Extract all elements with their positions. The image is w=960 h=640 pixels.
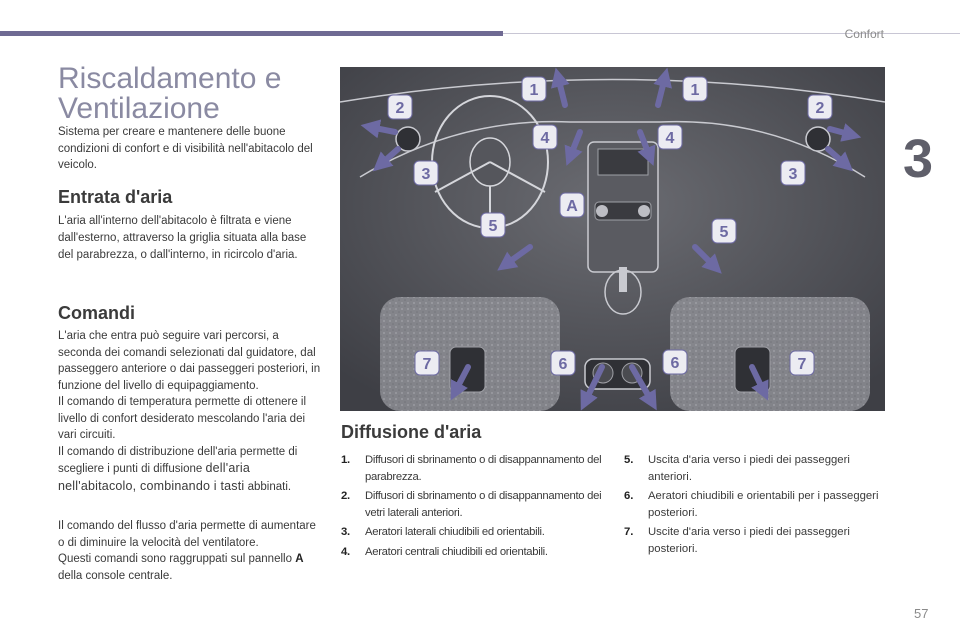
list-item: 6.Aeratori chiudibili e orientabili per … — [624, 490, 879, 519]
label-4-left: 4 — [532, 124, 558, 150]
right-side-vent — [805, 126, 831, 152]
label-3-left: 3 — [413, 160, 439, 186]
svg-text:5: 5 — [489, 218, 498, 235]
svg-text:6: 6 — [671, 355, 680, 372]
svg-text:2: 2 — [816, 100, 825, 117]
svg-text:2: 2 — [396, 100, 405, 117]
comandi-para3: Il comando di distribuzione dell'aria pe… — [58, 445, 298, 493]
list-item: 3.Aeratori laterali chiudibili ed orient… — [341, 526, 545, 538]
airflow-arrows — [360, 67, 862, 411]
dashboard-ventilation-illustration: 1 1 2 2 3 3 4 4 A 5 5 6 6 7 7 — [340, 67, 885, 411]
section-label: Confort — [844, 27, 884, 41]
flusso-text: Il comando del flusso d'aria permette di… — [58, 518, 320, 584]
label-7-left: 7 — [414, 350, 440, 376]
svg-text:A: A — [566, 198, 578, 215]
list-item: 2.Diffusori di sbrinamento o di disappan… — [341, 490, 602, 519]
label-2-left: 2 — [387, 94, 413, 120]
svg-text:7: 7 — [423, 356, 432, 373]
diffusione-list-left: 1.Diffusori di sbrinamento o di disappan… — [341, 452, 603, 563]
header-rule — [503, 33, 960, 34]
label-5-right: 5 — [711, 218, 737, 244]
list-item: 1.Diffusori di sbrinamento o di disappan… — [341, 454, 602, 483]
header-accent-bar — [0, 31, 503, 36]
flusso-para1: Il comando del flusso d'aria permette di… — [58, 520, 316, 549]
comandi-para1: L'aria che entra può seguire vari percor… — [58, 330, 321, 392]
page-title: Riscaldamento e Ventilazione — [58, 62, 282, 125]
svg-text:3: 3 — [789, 166, 798, 183]
svg-text:3: 3 — [422, 166, 431, 183]
svg-text:4: 4 — [541, 130, 550, 147]
diffusione-heading: Diffusione d'aria — [341, 422, 482, 442]
label-6-right: 6 — [662, 349, 688, 375]
comandi-text: L'aria che entra può seguire vari percor… — [58, 328, 322, 495]
svg-text:4: 4 — [666, 130, 675, 147]
comandi-para2: Il comando di temperatura permette di ot… — [58, 396, 307, 441]
svg-text:6: 6 — [559, 356, 568, 373]
label-5-left: 5 — [480, 212, 506, 238]
list-item: 7.Uscite d'aria verso i piedi dei passeg… — [624, 526, 850, 555]
svg-text:1: 1 — [530, 82, 539, 99]
list-item: 5.Uscita d'aria verso i piedi dei passeg… — [624, 454, 850, 483]
svg-text:7: 7 — [798, 356, 807, 373]
svg-text:5: 5 — [720, 224, 729, 241]
list-item: 4.Aeratori centrali chiudibili ed orient… — [341, 545, 548, 558]
label-1-right: 1 — [682, 76, 708, 102]
label-4-right: 4 — [657, 124, 683, 150]
diffusione-list-right: 5.Uscita d'aria verso i piedi dei passeg… — [624, 452, 880, 560]
flusso-para2: Questi comandi sono raggruppati sul pann… — [58, 553, 304, 582]
label-7-right: 7 — [789, 350, 815, 376]
label-1-left: 1 — [521, 76, 547, 102]
control-panel-a — [594, 201, 652, 221]
comandi-heading: Comandi — [58, 303, 136, 323]
label-a: A — [559, 192, 585, 218]
left-side-vent — [395, 126, 421, 152]
label-3-right: 3 — [780, 160, 806, 186]
intro-text: Sistema per creare e mantenere delle buo… — [58, 126, 313, 171]
chapter-number: 3 — [903, 129, 934, 189]
entrata-text: L'aria all'interno dell'abitacolo è filt… — [58, 215, 307, 261]
svg-text:1: 1 — [691, 82, 700, 99]
label-2-right: 2 — [807, 94, 833, 120]
label-6-left: 6 — [550, 350, 576, 376]
page-number: 57 — [914, 606, 929, 621]
entrata-heading: Entrata d'aria — [58, 187, 173, 207]
